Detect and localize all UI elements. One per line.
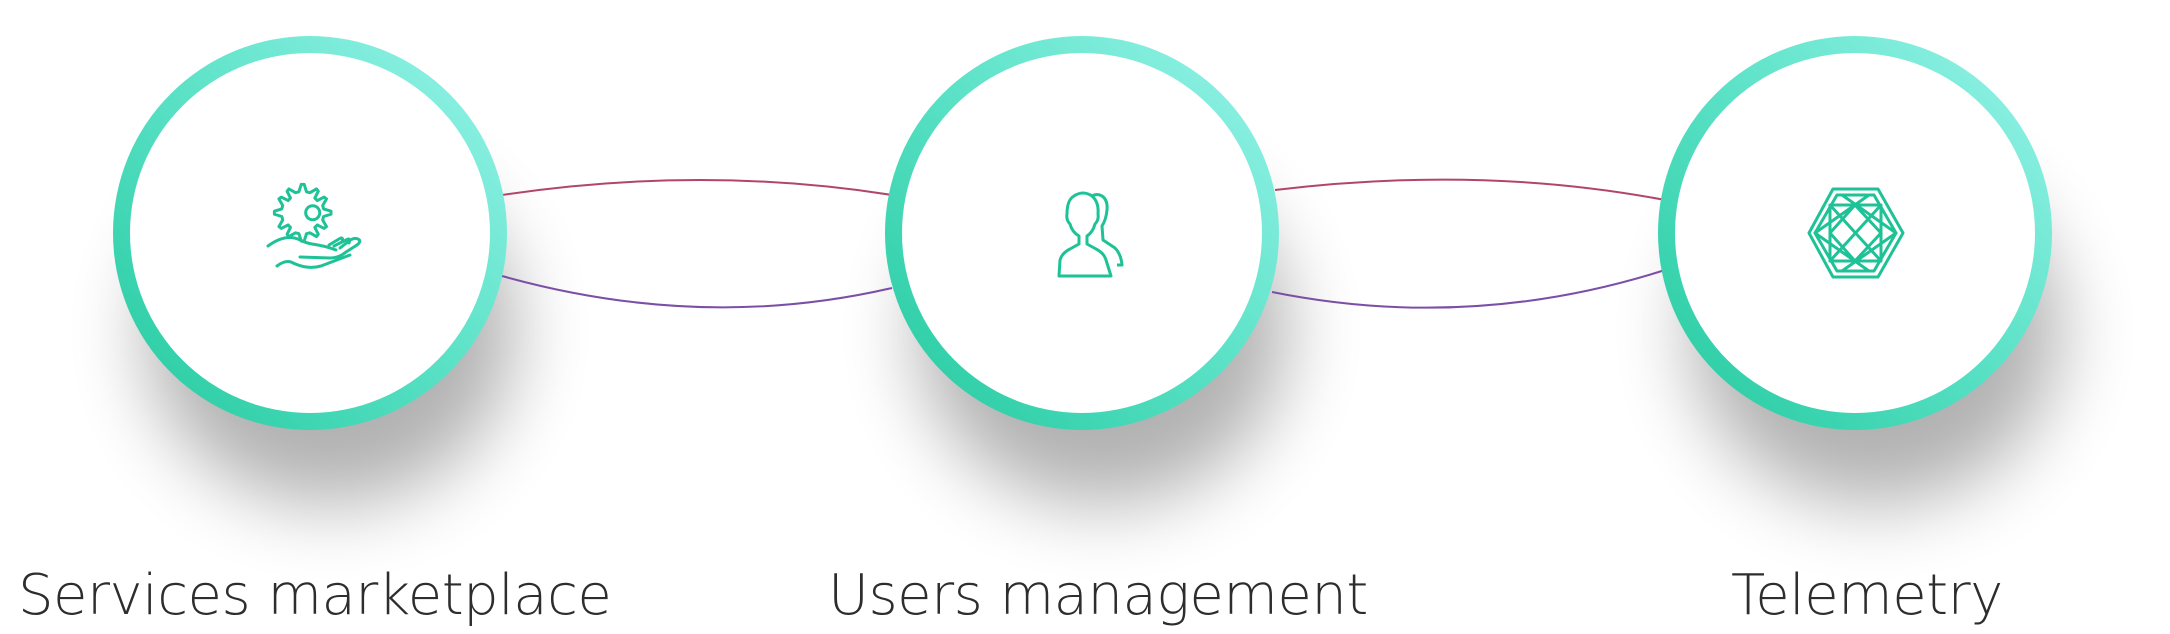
node-users[interactable] — [885, 36, 1279, 430]
label-telemetry: Telemetry — [1731, 563, 2003, 628]
node-services[interactable] — [113, 36, 507, 430]
connector-users-telemetry-bottom — [1271, 269, 1666, 309]
users-group-icon — [1057, 191, 1124, 278]
connector-services-users-bottom — [501, 275, 893, 309]
gear-on-hand-icon — [266, 182, 362, 269]
label-services-marketplace: Services marketplace — [18, 563, 612, 628]
connector-users-telemetry-top — [1274, 178, 1666, 201]
label-users-management: Users management — [828, 563, 1368, 628]
connectors — [501, 178, 1666, 309]
connector-services-users-top — [501, 179, 893, 196]
hexagon-mesh-icon — [1807, 187, 1905, 279]
node-telemetry[interactable] — [1658, 36, 2052, 430]
